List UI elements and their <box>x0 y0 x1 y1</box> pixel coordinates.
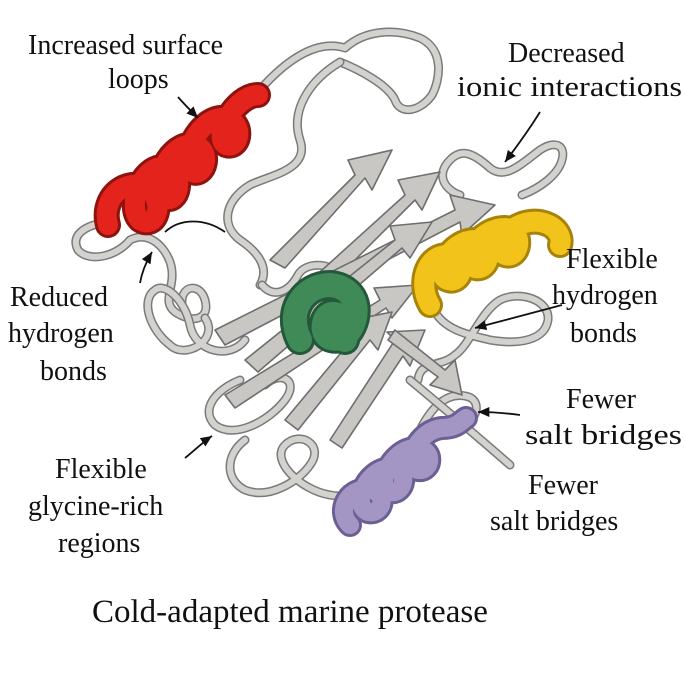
purple-helix <box>344 418 466 525</box>
label-line: Flexible <box>55 454 147 485</box>
label-line: bonds <box>40 356 107 387</box>
label-line: hydrogen <box>552 280 658 311</box>
arrow-salt-bridges <box>478 412 520 415</box>
label-salt-bridges-2: Fewer salt bridges <box>490 470 618 537</box>
label-line: salt bridges <box>525 420 682 451</box>
label-salt-bridges-1: Fewer salt bridges <box>525 384 682 451</box>
label-line: Increased surface <box>28 30 223 61</box>
label-glycine: Flexible glycine-rich regions <box>28 454 163 559</box>
label-line: Reduced <box>10 282 108 313</box>
label-line: salt bridges <box>490 506 618 537</box>
label-surface-loops: Increased surface loops <box>28 30 223 95</box>
label-reduced-hbonds: Reduced hydrogen bonds <box>8 282 114 387</box>
label-ionic: Decreased ionic interactions <box>457 38 682 103</box>
label-line: bonds <box>570 318 637 349</box>
label-line: glycine-rich <box>28 491 163 522</box>
label-line: hydrogen <box>8 318 114 349</box>
diagram-title: Cold-adapted marine protease <box>92 594 488 630</box>
red-helix <box>107 95 258 225</box>
label-line: Fewer <box>528 470 599 501</box>
arrow-surface-loops <box>178 97 198 118</box>
arrow-glycine <box>185 436 212 458</box>
label-line: Flexible <box>566 244 658 275</box>
pointer-line-center <box>165 222 225 233</box>
label-line: regions <box>58 528 140 559</box>
arrow-reduced-hbonds <box>140 252 152 283</box>
label-flexible-hbonds: Flexible hydrogen bonds <box>552 244 658 349</box>
label-line: Decreased <box>508 38 625 69</box>
label-line: Fewer <box>566 384 637 415</box>
label-line: loops <box>108 64 169 95</box>
green-helix <box>295 285 356 340</box>
yellow-helix <box>424 222 560 305</box>
label-line: ionic interactions <box>457 72 682 103</box>
